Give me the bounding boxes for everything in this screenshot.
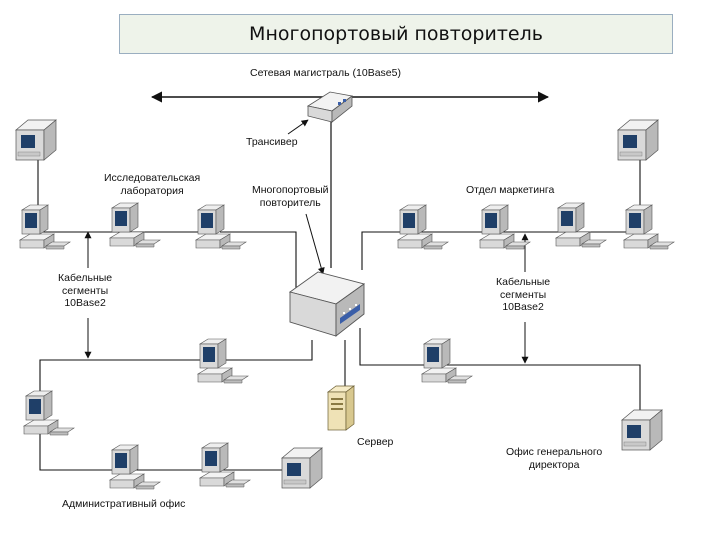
computer-director xyxy=(621,409,663,451)
computer-top-left xyxy=(15,119,57,161)
workstation-research-1 xyxy=(19,204,71,250)
workstation-admin-1 xyxy=(109,444,161,490)
workstation-marketing-2 xyxy=(479,204,531,250)
label-admin: Административный офис xyxy=(62,498,186,510)
label-server: Сервер xyxy=(357,436,394,448)
workstation-admin-2 xyxy=(199,442,251,488)
workstation-lower-right-1 xyxy=(421,338,473,384)
workstation-marketing-4 xyxy=(623,204,675,250)
transceiver-arrow xyxy=(287,119,309,135)
workstation-marketing-1 xyxy=(397,204,449,250)
workstation-marketing-3 xyxy=(555,202,607,248)
workstation-research-2 xyxy=(109,202,161,248)
label-transceiver: Трансивер xyxy=(246,136,298,148)
computer-admin-end xyxy=(281,447,323,489)
label-repeater: Многопортовый повторитель xyxy=(252,184,329,209)
workstation-lower-left-1 xyxy=(197,338,249,384)
workstation-lower-left-2 xyxy=(23,390,75,436)
label-research-lab: Исследовательская лаборатория xyxy=(104,172,201,197)
label-cable-right: Кабельные сегменты 10Base2 xyxy=(496,276,551,313)
label-marketing: Отдел маркетинга xyxy=(466,184,555,196)
label-cable-left: Кабельные сегменты 10Base2 xyxy=(58,272,113,309)
computer-top-right xyxy=(617,119,659,161)
label-director: Офис генерального директора xyxy=(506,446,603,471)
server-icon xyxy=(326,385,356,431)
page-title: Многопортовый повторитель xyxy=(249,23,543,45)
repeater-icon xyxy=(288,271,366,337)
repeater-arrow xyxy=(305,213,325,275)
label-backbone: Сетевая магистраль (10Base5) xyxy=(250,67,401,79)
workstation-research-3 xyxy=(195,204,247,250)
title-box: Многопортовый повторитель xyxy=(119,14,673,54)
transceiver-icon xyxy=(306,91,353,123)
